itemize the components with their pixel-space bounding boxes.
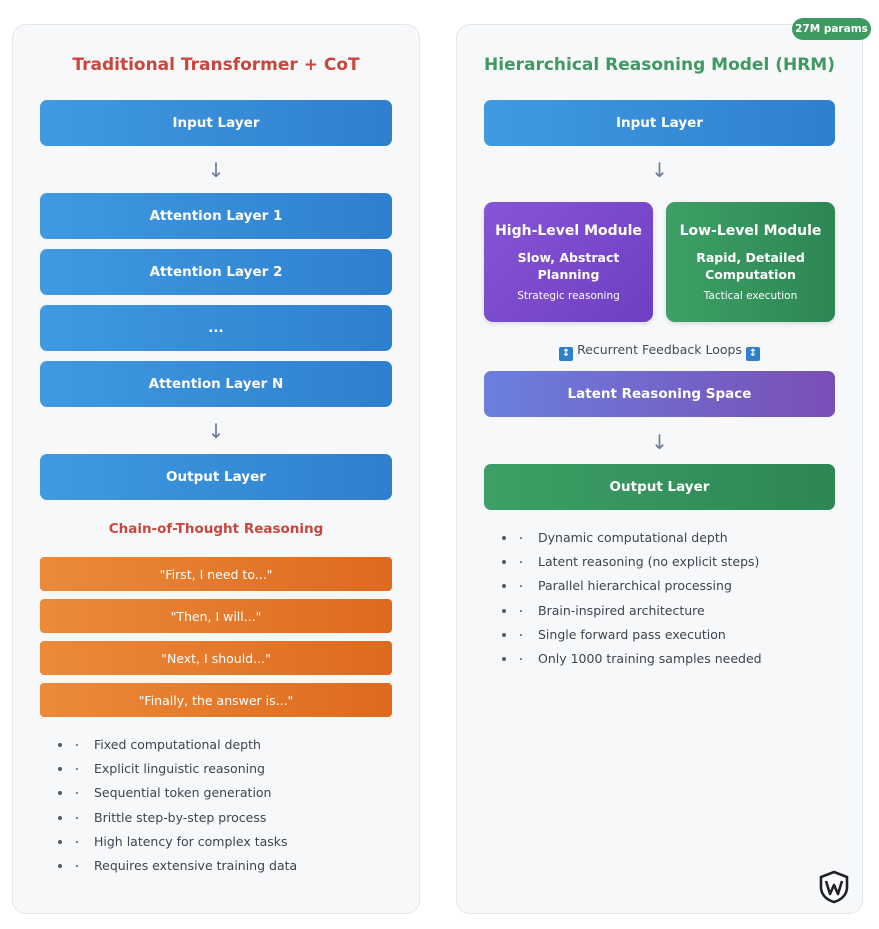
down-arrow-icon: ↓ — [207, 158, 225, 182]
list-item: Brain-inspired architecture — [484, 599, 762, 623]
params-badge: 27M params — [792, 18, 871, 40]
latent-reasoning-space: Latent Reasoning Space — [484, 371, 835, 417]
list-item: Sequential token generation — [40, 781, 297, 805]
list-item: Brittle step-by-step process — [40, 806, 297, 830]
attention-layer-ellipsis: ... — [40, 305, 392, 351]
left-feature-list: Fixed computational depth Explicit lingu… — [40, 733, 297, 878]
low-level-module-subtitle: Rapid, Detailed Computation — [696, 250, 805, 282]
low-level-module: Low-Level Module Rapid, Detailed Computa… — [666, 202, 835, 322]
low-level-module-note: Tactical execution — [703, 290, 798, 302]
list-item: Only 1000 training samples needed — [484, 647, 762, 671]
list-item: Dynamic computational depth — [484, 526, 762, 550]
feedback-loops-label: ↕ Recurrent Feedback Loops ↕ — [457, 342, 862, 361]
panel-title-right: Hierarchical Reasoning Model (HRM) — [484, 55, 835, 75]
input-layer-left: Input Layer — [40, 100, 392, 146]
low-level-module-title: Low-Level Module — [679, 223, 822, 239]
high-level-module-note: Strategic reasoning — [517, 290, 620, 302]
down-arrow-icon: ↓ — [651, 430, 668, 454]
cot-step-2: "Then, I will..." — [40, 599, 392, 633]
output-layer-left: Output Layer — [40, 454, 392, 500]
attention-layer-1: Attention Layer 1 — [40, 193, 392, 239]
list-item: Single forward pass execution — [484, 623, 762, 647]
list-item: Parallel hierarchical processing — [484, 574, 762, 598]
attention-layer-2: Attention Layer 2 — [40, 249, 392, 295]
traditional-transformer-panel: Traditional Transformer + CoT Input Laye… — [12, 24, 420, 914]
attention-layer-n: Attention Layer N — [40, 361, 392, 407]
cot-step-1: "First, I need to..." — [40, 557, 392, 591]
input-layer-right: Input Layer — [484, 100, 835, 146]
list-item: Fixed computational depth — [40, 733, 297, 757]
list-item: Requires extensive training data — [40, 854, 297, 878]
list-item: Explicit linguistic reasoning — [40, 757, 297, 781]
cot-step-4: "Finally, the answer is..." — [40, 683, 392, 717]
cot-step-3: "Next, I should..." — [40, 641, 392, 675]
cot-title: Chain-of-Thought Reasoning — [108, 521, 324, 537]
panel-title-left: Traditional Transformer + CoT — [72, 55, 360, 75]
hrm-panel: Hierarchical Reasoning Model (HRM) Input… — [456, 24, 863, 914]
list-item: Latent reasoning (no explicit steps) — [484, 550, 762, 574]
shield-logo-icon — [819, 870, 849, 904]
up-down-arrow-icon: ↕ — [559, 347, 574, 361]
list-item: High latency for complex tasks — [40, 830, 297, 854]
high-level-module-subtitle: Slow, Abstract Planning — [517, 250, 620, 282]
down-arrow-icon: ↓ — [207, 419, 225, 443]
down-arrow-icon: ↓ — [651, 158, 668, 182]
feedback-text: Recurrent Feedback Loops — [577, 342, 742, 357]
right-feature-list: Dynamic computational depth Latent reaso… — [484, 526, 762, 671]
high-level-module-title: High-Level Module — [495, 223, 642, 239]
high-level-module: High-Level Module Slow, Abstract Plannin… — [484, 202, 653, 322]
up-down-arrow-icon: ↕ — [745, 347, 760, 361]
output-layer-right: Output Layer — [484, 464, 835, 510]
